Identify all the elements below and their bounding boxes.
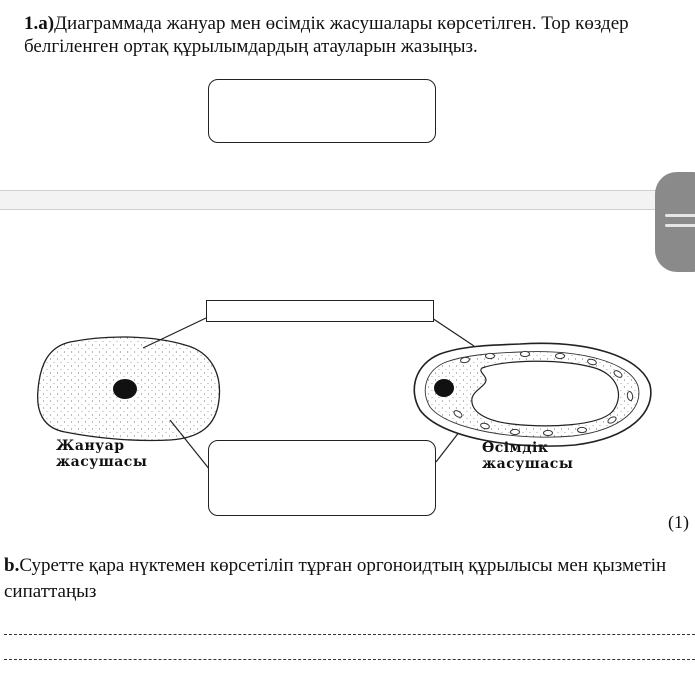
question-b-number: b. [4, 555, 20, 576]
label-box-membrane[interactable] [206, 300, 434, 322]
plant-nucleus [434, 379, 454, 397]
question-b-text: Суретте қара нүктемен көрсетіліп тұрған … [4, 555, 667, 602]
plant-vacuole [471, 360, 620, 427]
answer-line-2[interactable] [4, 659, 695, 660]
answer-box-top[interactable] [208, 79, 436, 143]
plant-cell-label: Өсімдік жасушасы [482, 440, 573, 472]
page-divider [0, 190, 695, 210]
handle-grip-line-1 [665, 214, 695, 217]
question-b: b.Суретте қара нүктемен көрсетіліп тұрға… [4, 553, 694, 605]
animal-cell-label-line2: жасушасы [56, 454, 148, 470]
animal-nucleus [113, 379, 137, 399]
question-a-line2: белгіленген ортақ құрылымдардың атаулары… [24, 36, 478, 57]
scroll-handle[interactable] [655, 172, 695, 272]
question-a-number: 1.a) [24, 13, 55, 34]
answer-line-1[interactable] [4, 634, 695, 635]
plant-cell-label-line2: жасушасы [482, 456, 574, 472]
answer-box-bottom[interactable] [208, 440, 436, 516]
question-a: 1.a)Диаграммада жануар мен өсімдік жасуш… [24, 12, 695, 58]
marks-label: (1) [668, 512, 689, 532]
animal-cell [36, 336, 221, 442]
animal-cell-label-line1: Жануар [56, 438, 125, 454]
plant-cell-label-line1: Өсімдік [482, 440, 549, 456]
animal-cell-label: Жануар жасушасы [56, 438, 147, 470]
question-a-line1: 1.a)Диаграммада жануар мен өсімдік жасуш… [24, 12, 695, 35]
handle-grip-line-2 [665, 224, 695, 227]
plant-cell [413, 342, 652, 447]
question-a-text-line1: Диаграммада жануар мен өсімдік жасушалар… [54, 13, 629, 34]
plant-chloroplasts [453, 350, 634, 437]
connector-top-right [431, 317, 475, 347]
